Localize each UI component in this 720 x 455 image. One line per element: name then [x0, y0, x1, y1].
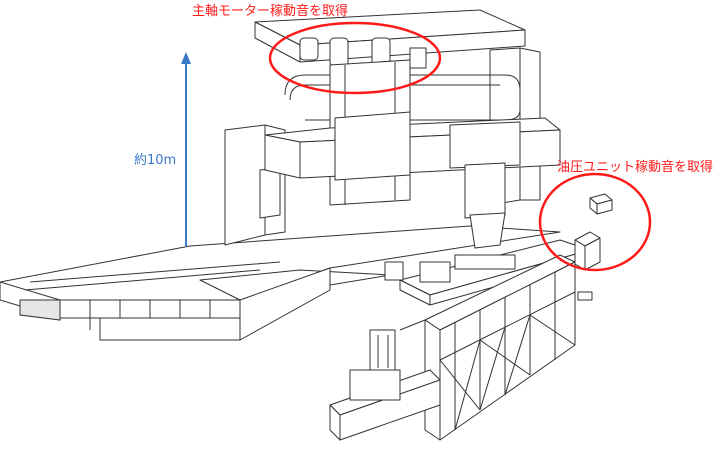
hydraulic-unit-label: 油圧ユニット稼動音を取得	[557, 160, 714, 175]
hydraulic-unit	[574, 193, 613, 301]
lower-carriage	[329, 319, 441, 441]
spindle-motor-label: 主軸モーター稼動音を取得	[192, 4, 349, 19]
height-label: 約10m	[134, 153, 177, 168]
truss-frame	[424, 254, 576, 441]
top-crossbeam	[254, 9, 526, 69]
height-arrow	[181, 52, 191, 246]
ram	[464, 162, 506, 249]
spindle-motor-highlight	[268, 21, 442, 95]
hydraulic-unit-highlight	[538, 172, 652, 272]
machine-bed	[0, 225, 561, 341]
cross-rail	[264, 111, 561, 181]
